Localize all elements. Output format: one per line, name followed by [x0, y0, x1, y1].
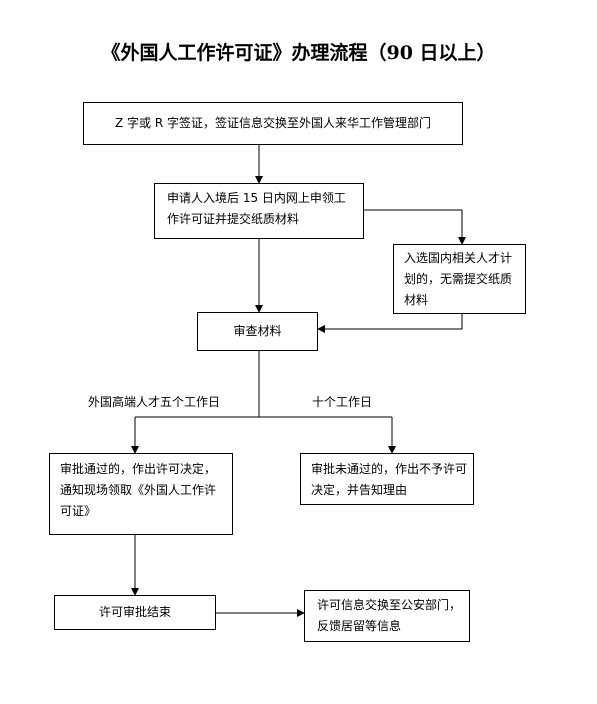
page-title: 《外国人工作许可证》办理流程（90 日以上）: [101, 42, 496, 64]
node-approved: 审批通过的，作出许可决定，通知现场领取《外国人工作许可证》: [49, 453, 233, 535]
node-review-text: 审查材料: [233, 324, 282, 338]
node-talent: 入选国内相关人才计划的，无需提交纸质材料: [393, 244, 526, 314]
node-review: 审查材料: [197, 312, 318, 351]
label-high-talent: 外国高端人才五个工作日: [88, 395, 221, 409]
node-rejected: 审批未通过的，作出不予许可决定，并告知理由: [300, 453, 474, 505]
node-visa: Z 字或 R 字签证，签证信息交换至外国人来华工作管理部门: [83, 102, 463, 145]
node-talent-text: 入选国内相关人才计划的，无需提交纸质材料: [404, 251, 513, 307]
node-rejected-text: 审批未通过的，作出不予许可决定，并告知理由: [311, 462, 468, 497]
node-apply: 申请人入境后 15 日内网上申领工作许可证并提交纸质材料: [154, 183, 364, 239]
node-apply-text: 申请人入境后 15 日内网上申领工作许可证并提交纸质材料: [167, 191, 346, 226]
node-exchange: 许可信息交换至公安部门，反馈居留等信息: [304, 590, 470, 642]
node-approved-text: 审批通过的，作出许可决定，通知现场领取《外国人工作许可证》: [60, 462, 217, 518]
label-ten-days: 十个工作日: [312, 395, 373, 409]
node-end: 许可审批结束: [54, 595, 216, 630]
node-exchange-text: 许可信息交换至公安部门，反馈居留等信息: [317, 598, 462, 633]
node-visa-text: Z 字或 R 字签证，签证信息交换至外国人来华工作管理部门: [114, 116, 431, 130]
arrow-talent-to-review: [317, 314, 463, 333]
node-end-text: 许可审批结束: [98, 605, 171, 619]
arrow-apply-to-talent: [364, 209, 466, 245]
